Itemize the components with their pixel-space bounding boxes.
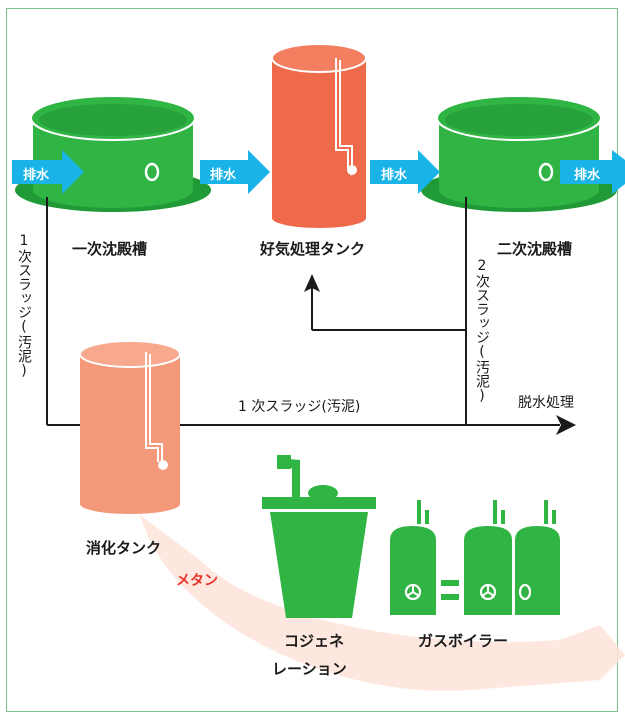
drain-label-1: 排水 (23, 168, 50, 183)
primary-tank-shape (15, 95, 211, 212)
drain-arrow-3 (370, 150, 440, 194)
cogeneration-shape (262, 455, 376, 618)
aerobic-tank-shape (271, 43, 367, 228)
diagram-frame (6, 8, 618, 712)
cogeneration-label-line1: コジェネ (284, 632, 345, 650)
secondary-sludge-label-vertical: 2次スラッジ(汚泥) (474, 258, 490, 404)
drain-arrow-4 (560, 150, 625, 194)
methane-flow-band (140, 515, 625, 691)
arrow-head-dewatering (556, 415, 576, 435)
drain-label-4: 排水 (574, 168, 601, 183)
secondary-tank-shape (421, 95, 617, 212)
aerobic-tank-label: 好気処理タンク (260, 240, 366, 258)
methane-label: メタン (176, 573, 218, 589)
primary-sludge-label-horizontal: 1 次スラッジ(汚泥) (238, 399, 361, 415)
cogeneration-label-line2: レーション (272, 660, 347, 678)
dewatering-label: 脱水処理 (518, 395, 574, 411)
drain-arrow-2 (200, 150, 270, 194)
digestion-tank-label: 消化タンク (86, 539, 162, 557)
arrow-head-aerobic (304, 274, 320, 292)
primary-tank-label: 一次沈殿槽 (72, 240, 148, 258)
drain-arrow-1 (12, 150, 84, 194)
primary-sludge-label-vertical: 1次スラッジ(汚泥) (16, 233, 32, 379)
drain-label-3: 排水 (381, 168, 408, 183)
secondary-tank-label: 二次沈殿槽 (497, 240, 573, 258)
gas-boiler-shape (390, 500, 560, 615)
gas-boiler-label: ガスボイラー (418, 632, 509, 650)
digestion-tank-shape (79, 340, 181, 514)
drain-label-2: 排水 (210, 168, 237, 183)
